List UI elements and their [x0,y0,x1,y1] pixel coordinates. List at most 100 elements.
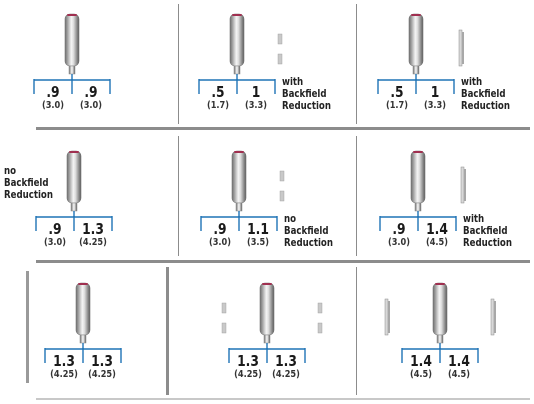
backfield-mirror-left [384,298,389,336]
target-dash-left-upper [221,302,227,314]
target-dash-lower [279,190,285,202]
sensor-cable-stub [233,65,241,75]
range-left-value: .5 [211,83,225,101]
range-right-unit: (3.0) [79,100,103,111]
range-right-value: .9 [84,83,98,101]
sensor-cable-stub [414,202,422,212]
range-left-unit: (3.0) [208,237,232,248]
sensor-cap [67,14,77,16]
cell-drawing [221,282,323,363]
target-dash-right-upper [317,302,323,314]
sensor-cap [413,151,423,153]
range-left-unit: (4.5) [409,369,433,380]
sensor-cable-stub [79,334,87,344]
column-divider-1c [166,267,169,395]
sensor-body [229,13,245,67]
column-divider-1a [178,4,179,124]
sensor-cable-stub [70,202,78,212]
range-right-value: 1.3 [275,352,297,370]
range-right-unit: (4.25) [88,369,116,380]
sensor-cable-stub [412,65,420,75]
sensor-body [259,282,275,336]
column-divider-1b [178,136,179,256]
cell-drawing [384,282,496,363]
row-divider-1 [36,127,530,130]
backfield-mirror-right-frame [464,169,466,201]
sensor-cable-stub [436,334,444,344]
range-left-unit: (1.7) [206,100,230,111]
range-left-unit: (3.0) [41,100,65,111]
row-divider-2 [36,260,530,263]
sensor-body [408,13,424,67]
range-left-unit: (1.7) [385,100,409,111]
sensor-cap [411,14,421,16]
sensor-body [75,282,91,336]
range-right-value: 1 [430,83,440,101]
range-right-value: 1.1 [247,220,269,238]
range-right-value: 1.4 [426,220,448,238]
range-left-unit: (4.25) [50,369,78,380]
range-left-unit: (4.25) [234,369,262,380]
cell-drawing [198,13,283,94]
diagram-cell-r3c2: 1.3(4.25)1.3(4.25) [178,269,356,399]
backfield-reduction-bar [26,271,29,383]
sensor-cable-stub [263,334,271,344]
column-divider-2a [356,4,357,124]
range-right-unit: (3.3) [244,100,268,111]
sensor-cap [435,283,445,285]
range-right-value: 1.3 [82,220,104,238]
row-divider-bottom [36,398,530,400]
cell-drawing [200,150,285,231]
sensor-body [432,282,448,336]
backfield-mirror-right-frame [462,32,464,64]
diagram-cell-r3c1: 1.3(4.25)1.3(4.25) [0,269,178,399]
range-right-value: 1.3 [91,352,113,370]
cell-drawing [379,150,466,231]
target-dash-right-lower [317,322,323,334]
range-left-unit: (3.0) [43,237,67,248]
range-right-unit: (4.25) [272,369,300,380]
backfield-mirror-right [460,166,465,204]
sensor-cap [234,151,244,153]
range-left-value: .9 [392,220,406,238]
column-divider-2b [356,136,357,256]
range-right-unit: (3.5) [246,237,270,248]
range-left-value: .5 [390,83,404,101]
sensor-cable-stub [235,202,243,212]
sensor-cap [69,151,79,153]
sensor-cap [232,14,242,16]
range-left-value: .9 [46,83,60,101]
range-left-value: .9 [48,220,62,238]
diagram-cell-r1c1: .9(3.0).9(3.0) [0,0,178,130]
backfield-mirror-left-frame [388,301,390,333]
backfield-mirror-right [458,29,463,67]
cell-drawing [26,271,122,383]
cell-drawing [377,13,464,94]
diagram-cell-r3c3: 1.4(4.5)1.4(4.5) [356,269,534,399]
range-left-value: 1.3 [53,352,75,370]
target-dash-upper [279,170,285,182]
sensor-cable-stub [68,65,76,75]
range-right-unit: (3.3) [423,100,447,111]
backfield-mirror-right-frame [494,301,496,333]
sensor-body [66,150,82,204]
range-left-value: 1.4 [410,352,432,370]
target-dash-lower [277,53,283,65]
sensor-body [231,150,247,204]
range-left-value: 1.3 [237,352,259,370]
sensor-body [64,13,80,67]
target-dash-left-lower [221,322,227,334]
range-right-value: 1 [251,83,261,101]
target-dash-upper [277,33,283,45]
cell-drawing [35,150,113,231]
range-left-unit: (3.0) [387,237,411,248]
range-left-value: .9 [213,220,227,238]
